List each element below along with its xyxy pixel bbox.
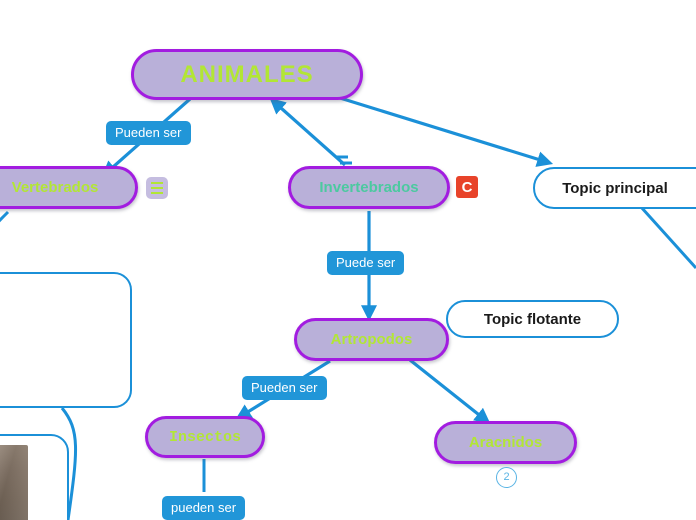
note-icon-line [151, 192, 163, 194]
rel-label-pueden-ser-insectos[interactable]: Pueden ser [242, 376, 327, 400]
edge-vertebrados-lion [0, 210, 10, 223]
node-vertebrados-label: Vertebrados [11, 179, 99, 196]
node-animales[interactable]: ANIMALES [131, 49, 363, 100]
tag-badge-c-label: C [461, 178, 473, 196]
node-topic-flotante[interactable]: Topic flotante [446, 300, 619, 338]
rel-label-puede-ser-artropodos[interactable]: Puede ser [327, 251, 405, 275]
edge-topic-principal-child [639, 205, 696, 270]
node-aracnidos-label: Aracnidos [468, 434, 543, 451]
node-insectos-label: Insectos [168, 428, 241, 446]
note-icon-line [151, 182, 163, 184]
node-animales-label: ANIMALES [180, 60, 314, 88]
note-icon[interactable] [146, 177, 168, 199]
edge-invertebrados-root [269, 97, 347, 167]
rel-label-text: pueden ser [171, 500, 237, 515]
node-vertebrados[interactable]: Vertebrados [0, 166, 138, 209]
node-invertebrados[interactable]: Invertebrados [288, 166, 450, 209]
node-topic-principal[interactable]: Topic principal [533, 167, 696, 209]
collapsed-children-count-label: 2 [503, 471, 510, 483]
edge-lion-bark [60, 407, 78, 520]
node-image-bark[interactable] [0, 434, 69, 520]
rel-label-pueden-ser-insectos-children[interactable]: pueden ser [162, 496, 246, 520]
node-aracnidos[interactable]: Aracnidos [434, 421, 577, 464]
edge-artropodos-aracnidos [409, 358, 491, 424]
lion-photo [0, 296, 91, 384]
collapsed-children-count[interactable]: 2 [496, 467, 517, 488]
tree-bark-photo [0, 445, 28, 520]
node-image-lion[interactable] [0, 272, 132, 408]
node-artropodos[interactable]: Artropodos [294, 318, 449, 361]
edge-root-topic-principal [339, 96, 554, 167]
note-icon-line [151, 187, 163, 189]
tag-badge-c[interactable]: C [456, 176, 478, 198]
rel-label-text: Pueden ser [251, 380, 318, 395]
node-topic-principal-label: Topic principal [562, 179, 668, 197]
node-artropodos-label: Artropodos [330, 331, 413, 348]
rel-label-text: Pueden ser [115, 125, 182, 140]
node-insectos[interactable]: Insectos [145, 416, 265, 458]
node-invertebrados-label: Invertebrados [319, 179, 419, 196]
rel-label-pueden-ser-vertebrados[interactable]: Pueden ser [106, 121, 191, 145]
rel-label-text: Puede ser [336, 255, 396, 270]
node-topic-flotante-label: Topic flotante [483, 310, 582, 328]
